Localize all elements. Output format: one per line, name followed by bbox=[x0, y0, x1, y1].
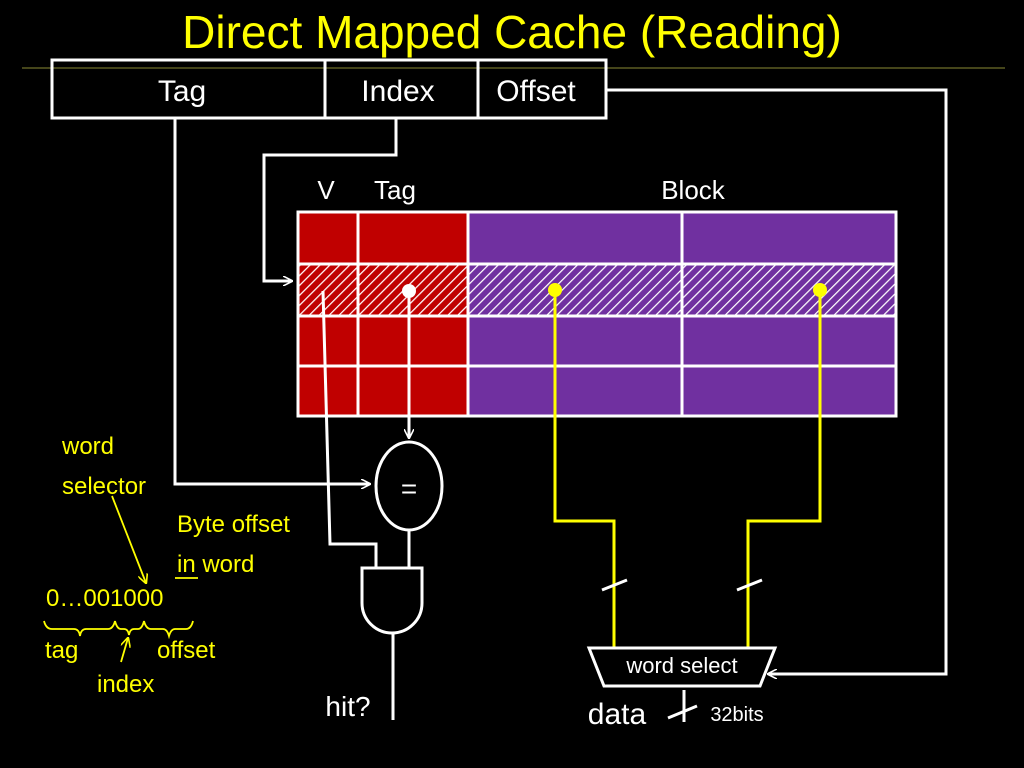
word-selector-label-line-2: selector bbox=[62, 473, 146, 500]
cache-row-2-block-word-1 bbox=[680, 314, 898, 368]
index-brace bbox=[114, 620, 145, 636]
word-selector-arrow bbox=[111, 495, 146, 583]
word-1-bus-tick bbox=[736, 578, 763, 592]
data-width-label: 32bits bbox=[710, 704, 763, 726]
page-title: Direct Mapped Cache (Reading) bbox=[182, 6, 842, 58]
word-selector-label-line-1: word bbox=[61, 433, 114, 460]
address-tag-field: Tag bbox=[158, 75, 206, 108]
hit-label: hit? bbox=[325, 691, 370, 722]
offset-wire bbox=[606, 88, 948, 674]
cache-row-3-tag bbox=[356, 364, 470, 418]
tag-tap-dot bbox=[402, 284, 416, 298]
address-register: Tag Index Offset bbox=[50, 58, 608, 120]
index-annotation: index bbox=[97, 671, 154, 698]
cache-row-0-block-word-1 bbox=[680, 210, 898, 266]
cache-row-1-block-word-0 bbox=[466, 262, 684, 318]
bus-ticks bbox=[601, 578, 763, 592]
tag-comparator bbox=[374, 440, 444, 532]
word-0-bus-tick bbox=[601, 578, 628, 592]
cache-row-0-block-word-0 bbox=[466, 210, 684, 266]
cache-row-3-valid bbox=[296, 364, 360, 418]
tag-annotation: tag bbox=[45, 637, 78, 664]
cache-row-1-valid bbox=[296, 262, 360, 318]
valid-column-header: V bbox=[317, 175, 335, 205]
cache-row-3-block-word-0 bbox=[466, 364, 684, 418]
tag-compare-wire bbox=[173, 118, 370, 484]
white-wires bbox=[173, 88, 948, 722]
address-offset-field: Offset bbox=[496, 75, 576, 108]
offset-brace bbox=[143, 620, 194, 640]
index-wire bbox=[262, 118, 398, 281]
comparator-label: = bbox=[401, 473, 417, 504]
cache-row-3-block-word-1 bbox=[680, 364, 898, 418]
byte-offset-label-line-1: Byte offset bbox=[177, 511, 290, 538]
address-example: 0…001000 bbox=[46, 585, 163, 612]
index-arrow bbox=[120, 638, 128, 663]
tag-column-header: Tag bbox=[374, 175, 416, 205]
annotation-marks bbox=[43, 495, 198, 663]
cache-row-2-valid bbox=[296, 314, 360, 368]
cache-row-0-valid bbox=[296, 210, 360, 266]
address-index-field: Index bbox=[361, 75, 434, 108]
cache-row-2-tag bbox=[356, 314, 470, 368]
cache-table bbox=[296, 210, 898, 418]
offset-annotation: offset bbox=[157, 637, 216, 664]
cache-row-1-block-word-1 bbox=[680, 262, 898, 318]
and-gate bbox=[360, 566, 424, 635]
data-width-tick bbox=[667, 704, 698, 720]
byte-offset-label-line-2: in word bbox=[177, 551, 254, 578]
word-select-mux bbox=[586, 646, 778, 688]
tag-brace bbox=[43, 620, 116, 637]
cache-row-2-block-word-0 bbox=[466, 314, 684, 368]
cache-row-0-tag bbox=[356, 210, 470, 266]
valid-bit-wire bbox=[321, 290, 378, 568]
word-select-label: word select bbox=[625, 653, 737, 678]
data-label: data bbox=[588, 698, 647, 731]
block-column-header: Block bbox=[661, 175, 726, 205]
